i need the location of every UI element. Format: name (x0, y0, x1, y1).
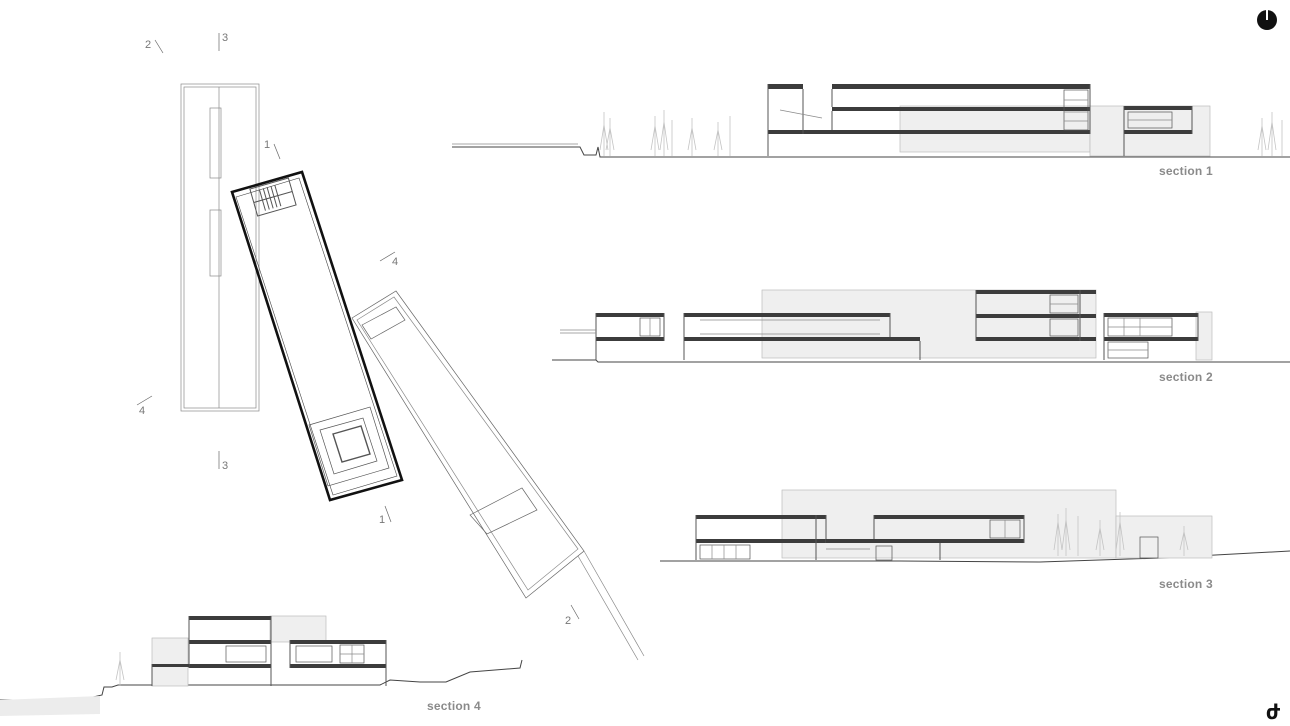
cut-marker-1-bottom: 1 (379, 505, 392, 526)
site-plan: 1 1 2 2 3 3 4 4 (136, 32, 645, 661)
plan-building-central (230, 170, 404, 502)
section-1-drawing (452, 84, 1290, 158)
cut-marker-3-bottom: 3 (218, 451, 228, 472)
svg-text:3: 3 (222, 32, 228, 44)
section-4-drawing (0, 615, 523, 716)
plan-building-east (351, 290, 645, 661)
section-3-drawing (660, 489, 1290, 563)
cut-marker-2-top: 2 (145, 39, 164, 54)
brand-logo-icon: ժ (1266, 700, 1280, 724)
cut-marker-4-right: 4 (379, 251, 398, 268)
cut-marker-3-top: 3 (218, 32, 228, 51)
section-3-label: section 3 (1159, 577, 1213, 591)
cut-marker-2-bottom: 2 (565, 604, 580, 627)
cut-marker-1-top: 1 (264, 139, 281, 160)
svg-text:1: 1 (379, 514, 385, 526)
section-1-label: section 1 (1159, 164, 1213, 178)
svg-text:4: 4 (139, 405, 145, 417)
section-2-label: section 2 (1159, 370, 1213, 384)
section-4-label: section 4 (427, 699, 481, 713)
svg-text:1: 1 (264, 139, 270, 151)
svg-text:3: 3 (222, 460, 228, 472)
plan-building-west (180, 83, 260, 412)
north-arrow-icon (1257, 10, 1277, 30)
svg-text:2: 2 (145, 39, 151, 51)
section-2-drawing (552, 289, 1290, 363)
svg-text:2: 2 (565, 615, 571, 627)
svg-text:ժ: ժ (1266, 700, 1280, 724)
cut-marker-4-left: 4 (136, 395, 153, 417)
svg-text:4: 4 (392, 256, 398, 268)
